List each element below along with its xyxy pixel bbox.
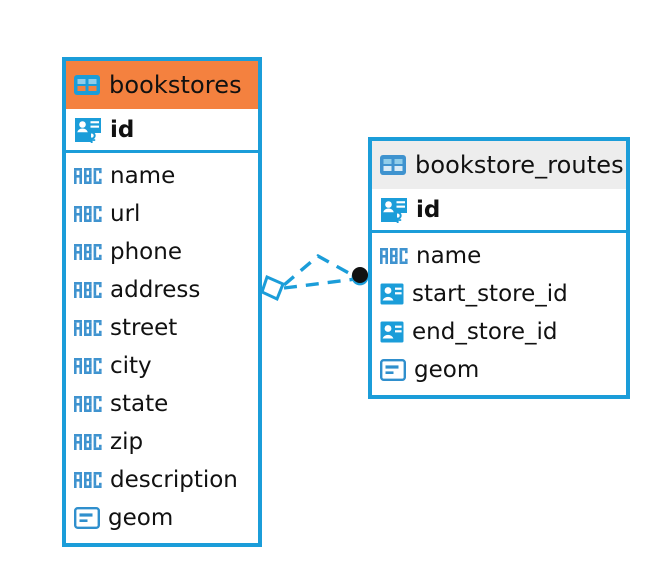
field-list-bookstores: name <box>66 153 258 537</box>
text-abc-icon <box>74 244 102 260</box>
text-abc-icon <box>74 282 102 298</box>
text-abc-icon <box>74 472 102 488</box>
relationship-line-upper <box>282 253 357 287</box>
field-row[interactable]: street <box>66 309 258 347</box>
field-label: start_store_id <box>412 281 568 307</box>
field-row[interactable]: start_store_id <box>372 275 626 313</box>
field-label: zip <box>110 429 144 455</box>
text-abc-icon <box>74 396 102 412</box>
text-abc-icon <box>74 358 102 374</box>
filled-circle-marker <box>352 267 368 283</box>
field-label: street <box>110 315 178 341</box>
geometry-icon <box>380 359 406 381</box>
foreign-key-icon <box>380 282 404 306</box>
primary-key-icon <box>74 116 102 144</box>
field-row[interactable]: end_store_id <box>372 313 626 351</box>
field-row[interactable]: address <box>66 271 258 309</box>
rhombus-marker <box>260 274 285 302</box>
primary-key-label-bookstores: id <box>110 116 135 143</box>
field-row[interactable]: url <box>66 195 258 233</box>
foreign-key-icon <box>380 320 404 344</box>
field-row[interactable]: state <box>66 385 258 423</box>
entity-bookstores[interactable]: bookstores id <box>62 57 262 547</box>
field-label: geom <box>108 505 174 531</box>
entity-title-bookstore-routes: bookstore_routes <box>415 151 624 179</box>
primary-key-label-bookstore-routes: id <box>416 196 441 223</box>
field-label: url <box>110 201 141 227</box>
field-row[interactable]: description <box>66 461 258 499</box>
entity-header-bookstores[interactable]: bookstores <box>66 61 258 109</box>
field-label: phone <box>110 239 182 265</box>
relationship-line-lower <box>283 277 357 290</box>
table-icon <box>74 75 100 95</box>
field-label: end_store_id <box>412 319 558 345</box>
field-label: description <box>110 467 238 493</box>
field-row[interactable]: name <box>372 237 626 275</box>
field-row[interactable]: geom <box>66 499 258 537</box>
field-label: state <box>110 391 169 417</box>
text-abc-icon <box>74 168 102 184</box>
field-row[interactable]: name <box>66 157 258 195</box>
field-label: name <box>416 243 482 269</box>
entity-bookstore-routes[interactable]: bookstore_routes id <box>368 137 630 399</box>
primary-key-row-bookstores[interactable]: id <box>66 109 258 153</box>
primary-key-row-bookstore-routes[interactable]: id <box>372 189 626 233</box>
field-label: address <box>110 277 201 303</box>
geometry-icon <box>74 507 100 529</box>
field-label: name <box>110 163 176 189</box>
field-row[interactable]: zip <box>66 423 258 461</box>
table-icon <box>380 155 406 175</box>
text-abc-icon <box>380 248 408 264</box>
field-label: city <box>110 353 152 379</box>
field-row[interactable]: phone <box>66 233 258 271</box>
field-row[interactable]: geom <box>372 351 626 389</box>
text-abc-icon <box>74 434 102 450</box>
text-abc-icon <box>74 206 102 222</box>
field-label: geom <box>414 357 480 383</box>
entity-header-bookstore-routes[interactable]: bookstore_routes <box>372 141 626 189</box>
field-list-bookstore-routes: name start_store_id <box>372 233 626 389</box>
filled-circle-marker-ring <box>351 268 369 286</box>
entity-title-bookstores: bookstores <box>109 71 242 99</box>
field-row[interactable]: city <box>66 347 258 385</box>
text-abc-icon <box>74 320 102 336</box>
primary-key-icon <box>380 196 408 224</box>
